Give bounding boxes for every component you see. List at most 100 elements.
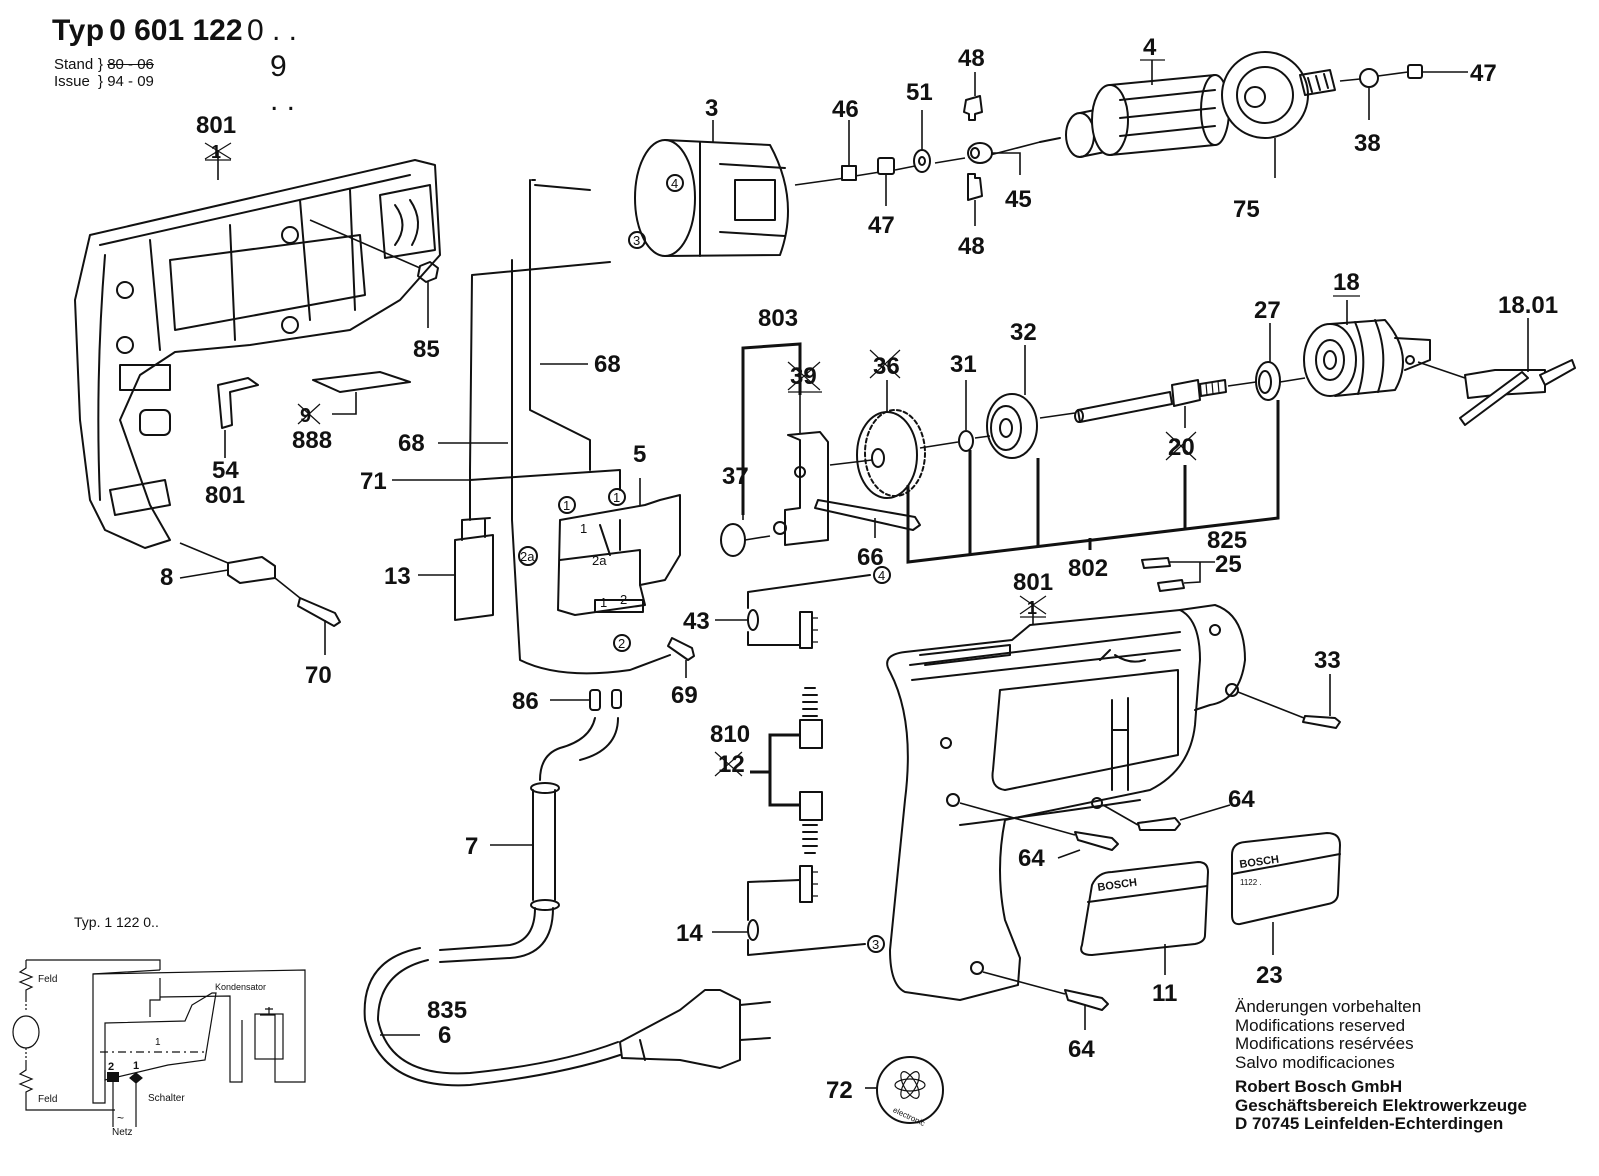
mains-cable-6[interactable] [363,947,771,1087]
label-54-801: 801 [205,482,245,509]
screw-64-lower[interactable] [1064,989,1109,1011]
terminal-4-marker [873,566,891,584]
schematic-field-bottom: Feld [38,1094,57,1105]
brush-holder-43[interactable] [747,574,871,649]
pin-25-a[interactable] [1141,557,1171,569]
screw-70[interactable] [297,597,341,627]
brush-holder-14[interactable] [747,865,866,956]
schematic-title: Typ. 1 122 0.. [74,914,159,930]
retaining-ring-31[interactable] [958,430,974,452]
clip-48-bottom[interactable] [967,173,983,201]
type-variant-2: 9 . . [270,50,296,117]
label-27: 27 [1254,297,1281,324]
notice-en: Modifications reserved [1235,1015,1406,1035]
label-54: 54 [212,457,239,484]
wiring-schematic: Typ. 1 122 0.. Feld Feld Kondensator 1 2… [12,914,306,1138]
ball-38[interactable] [1359,68,1379,88]
cable-68-a[interactable] [529,179,591,471]
type-label: Typ [52,14,105,47]
cord-clamp-8[interactable] [227,556,276,584]
schematic-field-top: Feld [38,974,57,985]
bracket-54[interactable] [217,377,259,429]
bearing-block-47-end[interactable] [1407,64,1423,79]
drill-spindle-20[interactable] [1074,379,1227,423]
clip-48-top[interactable] [963,95,983,121]
group-bracket-802 [906,400,1280,564]
capacitor-13[interactable] [454,534,494,621]
screw-64-mid[interactable] [1074,831,1119,851]
terminal-3-marker [867,935,885,953]
strike-9 [297,403,321,425]
emblem-72[interactable]: electronic [876,1056,944,1128]
label-3: 3 [705,95,718,122]
label-71: 71 [360,468,387,495]
screw-33[interactable] [1302,715,1341,729]
type-plate-23[interactable]: BOSCH 1122 . [1231,832,1341,926]
ball-bearing-32[interactable] [986,393,1038,459]
type-variant-1: 0 . . [246,14,298,47]
terminal-1-a: 1 [563,498,570,513]
axis-18 [1279,377,1306,383]
armature-4[interactable] [1039,51,1336,158]
screw-66[interactable] [814,499,921,531]
insert-46[interactable] [841,165,857,181]
switch-5[interactable]: 1 1 1 2a 1 2 [557,488,681,616]
connector-sleeve-86-b[interactable] [611,689,622,709]
label-25: 25 [1215,551,1242,578]
label-43: 43 [683,608,710,635]
schematic-capacitor: Kondensator [215,982,266,992]
housing-shell-right[interactable] [886,604,1246,1001]
bearing-support-39[interactable] [784,431,829,546]
gear-36[interactable] [856,409,926,499]
group-bracket-810 [750,733,800,807]
terminal-4-on-field: 4 [671,176,678,191]
label-69: 69 [671,682,698,709]
field-3[interactable]: 4 3 [628,139,789,257]
label-18-01: 18.01 [1498,292,1558,319]
type-header: Typ 0 601 122 0 . . 9 . . [52,14,298,117]
connector-sleeve-86-a[interactable] [589,689,601,711]
nut-85[interactable] [417,261,439,283]
type-plate-23-brand: BOSCH [1239,854,1280,871]
housing-shell-left[interactable] [74,159,441,549]
schematic-pin-2: 2 [108,1061,114,1073]
label-plate-888[interactable] [312,371,411,393]
leader-8-a [179,542,229,564]
screw-64-upper[interactable] [1137,817,1181,831]
label-75: 75 [1233,196,1260,223]
label-64-upper: 64 [1228,786,1255,813]
label-38: 38 [1354,130,1381,157]
axis-36 [829,459,873,466]
switch-pin-2: 2 [620,592,627,607]
cable-68-b[interactable] [511,259,671,675]
label-48-bottom: 48 [958,233,985,260]
nameplate-11[interactable]: BOSCH [1080,861,1209,956]
company-name: Robert Bosch GmbH [1235,1077,1403,1096]
issue-label: Issue [54,73,90,90]
motor-axis-line [794,141,1041,186]
cable-71[interactable] [469,261,611,521]
label-37: 37 [722,463,749,490]
switch-pin-1: 1 [580,521,587,536]
label-31: 31 [950,351,977,378]
chuck-key-18-01[interactable] [1459,359,1576,426]
type-number: 0 601 122 [109,14,242,47]
pin-25-b[interactable] [1157,579,1185,592]
strike-36 [869,349,901,379]
label-68-b: 68 [398,430,425,457]
carbon-brush-set-810[interactable] [799,687,823,854]
label-803: 803 [758,305,798,332]
washer-51[interactable] [913,149,931,173]
bearing-block-47[interactable] [877,157,895,175]
sleeve-37[interactable] [720,523,746,557]
label-33: 33 [1314,647,1341,674]
label-802: 802 [1068,555,1108,582]
terminal-4: 4 [878,568,885,583]
key-chuck-18[interactable] [1303,319,1431,397]
terminal-2a-marker [518,546,538,566]
screw-69[interactable] [667,637,695,661]
label-8: 8 [160,564,173,591]
axis-32 [974,435,991,439]
stand-old-date: 80 - 06 [107,56,154,73]
